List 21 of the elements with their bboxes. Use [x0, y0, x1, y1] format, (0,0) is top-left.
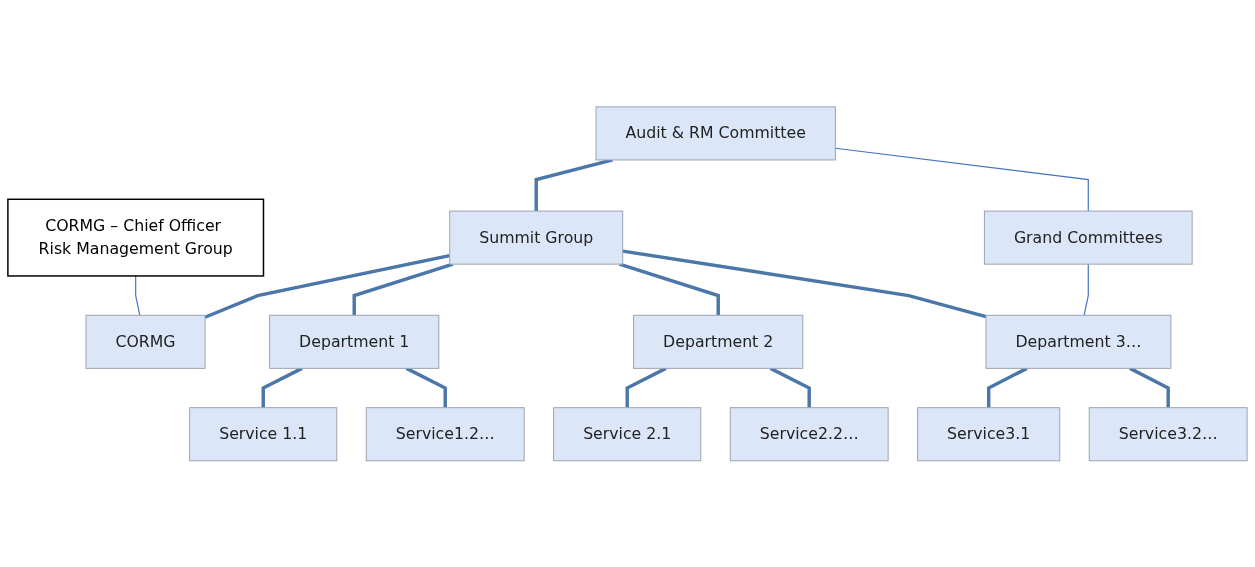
node-box: Service3.2… [1088, 406, 1248, 461]
node-box: Department 3… [985, 314, 1172, 369]
node-box: CORMG [85, 314, 206, 369]
node-box: Service 2.1 [553, 406, 702, 461]
node-box: Audit & RM Committee [595, 106, 836, 161]
connector [135, 275, 141, 316]
node-box: Summit Group [449, 210, 624, 265]
connector [618, 262, 720, 315]
node-box: Grand Committees [983, 210, 1193, 265]
node-box: Department 2 [633, 314, 804, 369]
node-box: Service1.2… [365, 406, 525, 461]
connector [834, 147, 1089, 212]
connector [622, 249, 987, 318]
node-box: Service2.2… [729, 406, 889, 461]
node-box: Service 1.1 [189, 406, 338, 461]
node-box: Service3.1 [917, 406, 1061, 461]
connector [352, 262, 454, 315]
connector [1083, 263, 1089, 316]
node-box: Department 1 [269, 314, 440, 369]
node-box: CORMG – Chief Officer Risk Management Group [7, 198, 265, 277]
connector [204, 253, 451, 319]
